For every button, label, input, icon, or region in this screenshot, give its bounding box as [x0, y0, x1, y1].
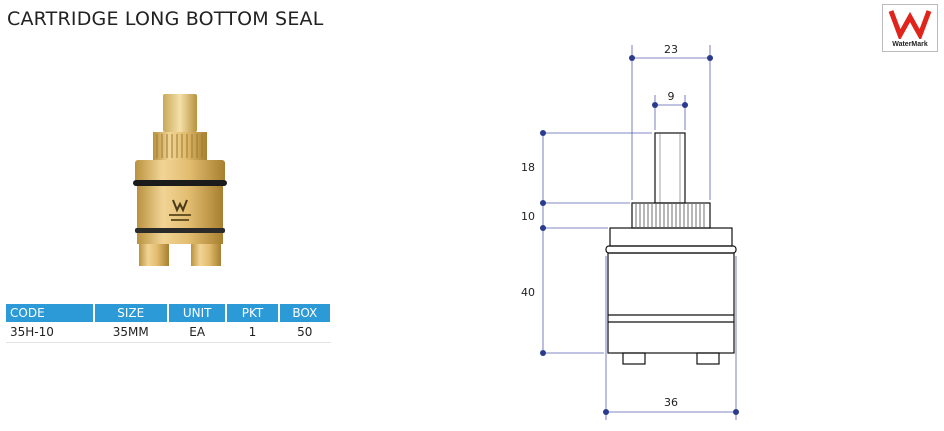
- dim-body-height: 40: [521, 286, 535, 299]
- table-row: 35H-10 35MM EA 1 50: [6, 322, 331, 343]
- dim-top-width: 23: [664, 43, 678, 56]
- spline-teeth: [635, 204, 705, 227]
- dimension-dots: [540, 55, 739, 415]
- spec-table: CODE SIZE UNIT PKT BOX 35H-10 35MM EA 1 …: [6, 304, 333, 343]
- watermark-icon: [888, 10, 932, 41]
- col-header-size: SIZE: [93, 304, 169, 322]
- col-header-box: BOX: [278, 304, 333, 322]
- col-header-pkt: PKT: [226, 304, 280, 322]
- cartridge-outline: [605, 132, 737, 365]
- cell-size: 35MM: [93, 322, 168, 343]
- cell-box: 50: [278, 322, 331, 343]
- dim-spline-height: 10: [521, 210, 535, 223]
- cell-code: 35H-10: [6, 322, 94, 343]
- cartridge-photo: [133, 94, 227, 266]
- cell-unit: EA: [167, 322, 227, 343]
- dim-bottom-width: 36: [664, 396, 678, 409]
- logo-text: WaterMark: [892, 41, 928, 48]
- page-title: CARTRIDGE LONG BOTTOM SEAL: [7, 8, 324, 30]
- dim-stem-width: 9: [668, 90, 675, 103]
- watermark-logo: WaterMark: [882, 4, 938, 52]
- cell-pkt: 1: [226, 322, 279, 343]
- table-header-row: CODE SIZE UNIT PKT BOX: [6, 304, 333, 322]
- dimension-lines: [542, 45, 737, 420]
- technical-drawing: 23 9 18 10 40 36: [521, 43, 739, 420]
- col-header-code: CODE: [6, 304, 95, 322]
- dim-stem-height: 18: [521, 161, 535, 174]
- col-header-unit: UNIT: [167, 304, 228, 322]
